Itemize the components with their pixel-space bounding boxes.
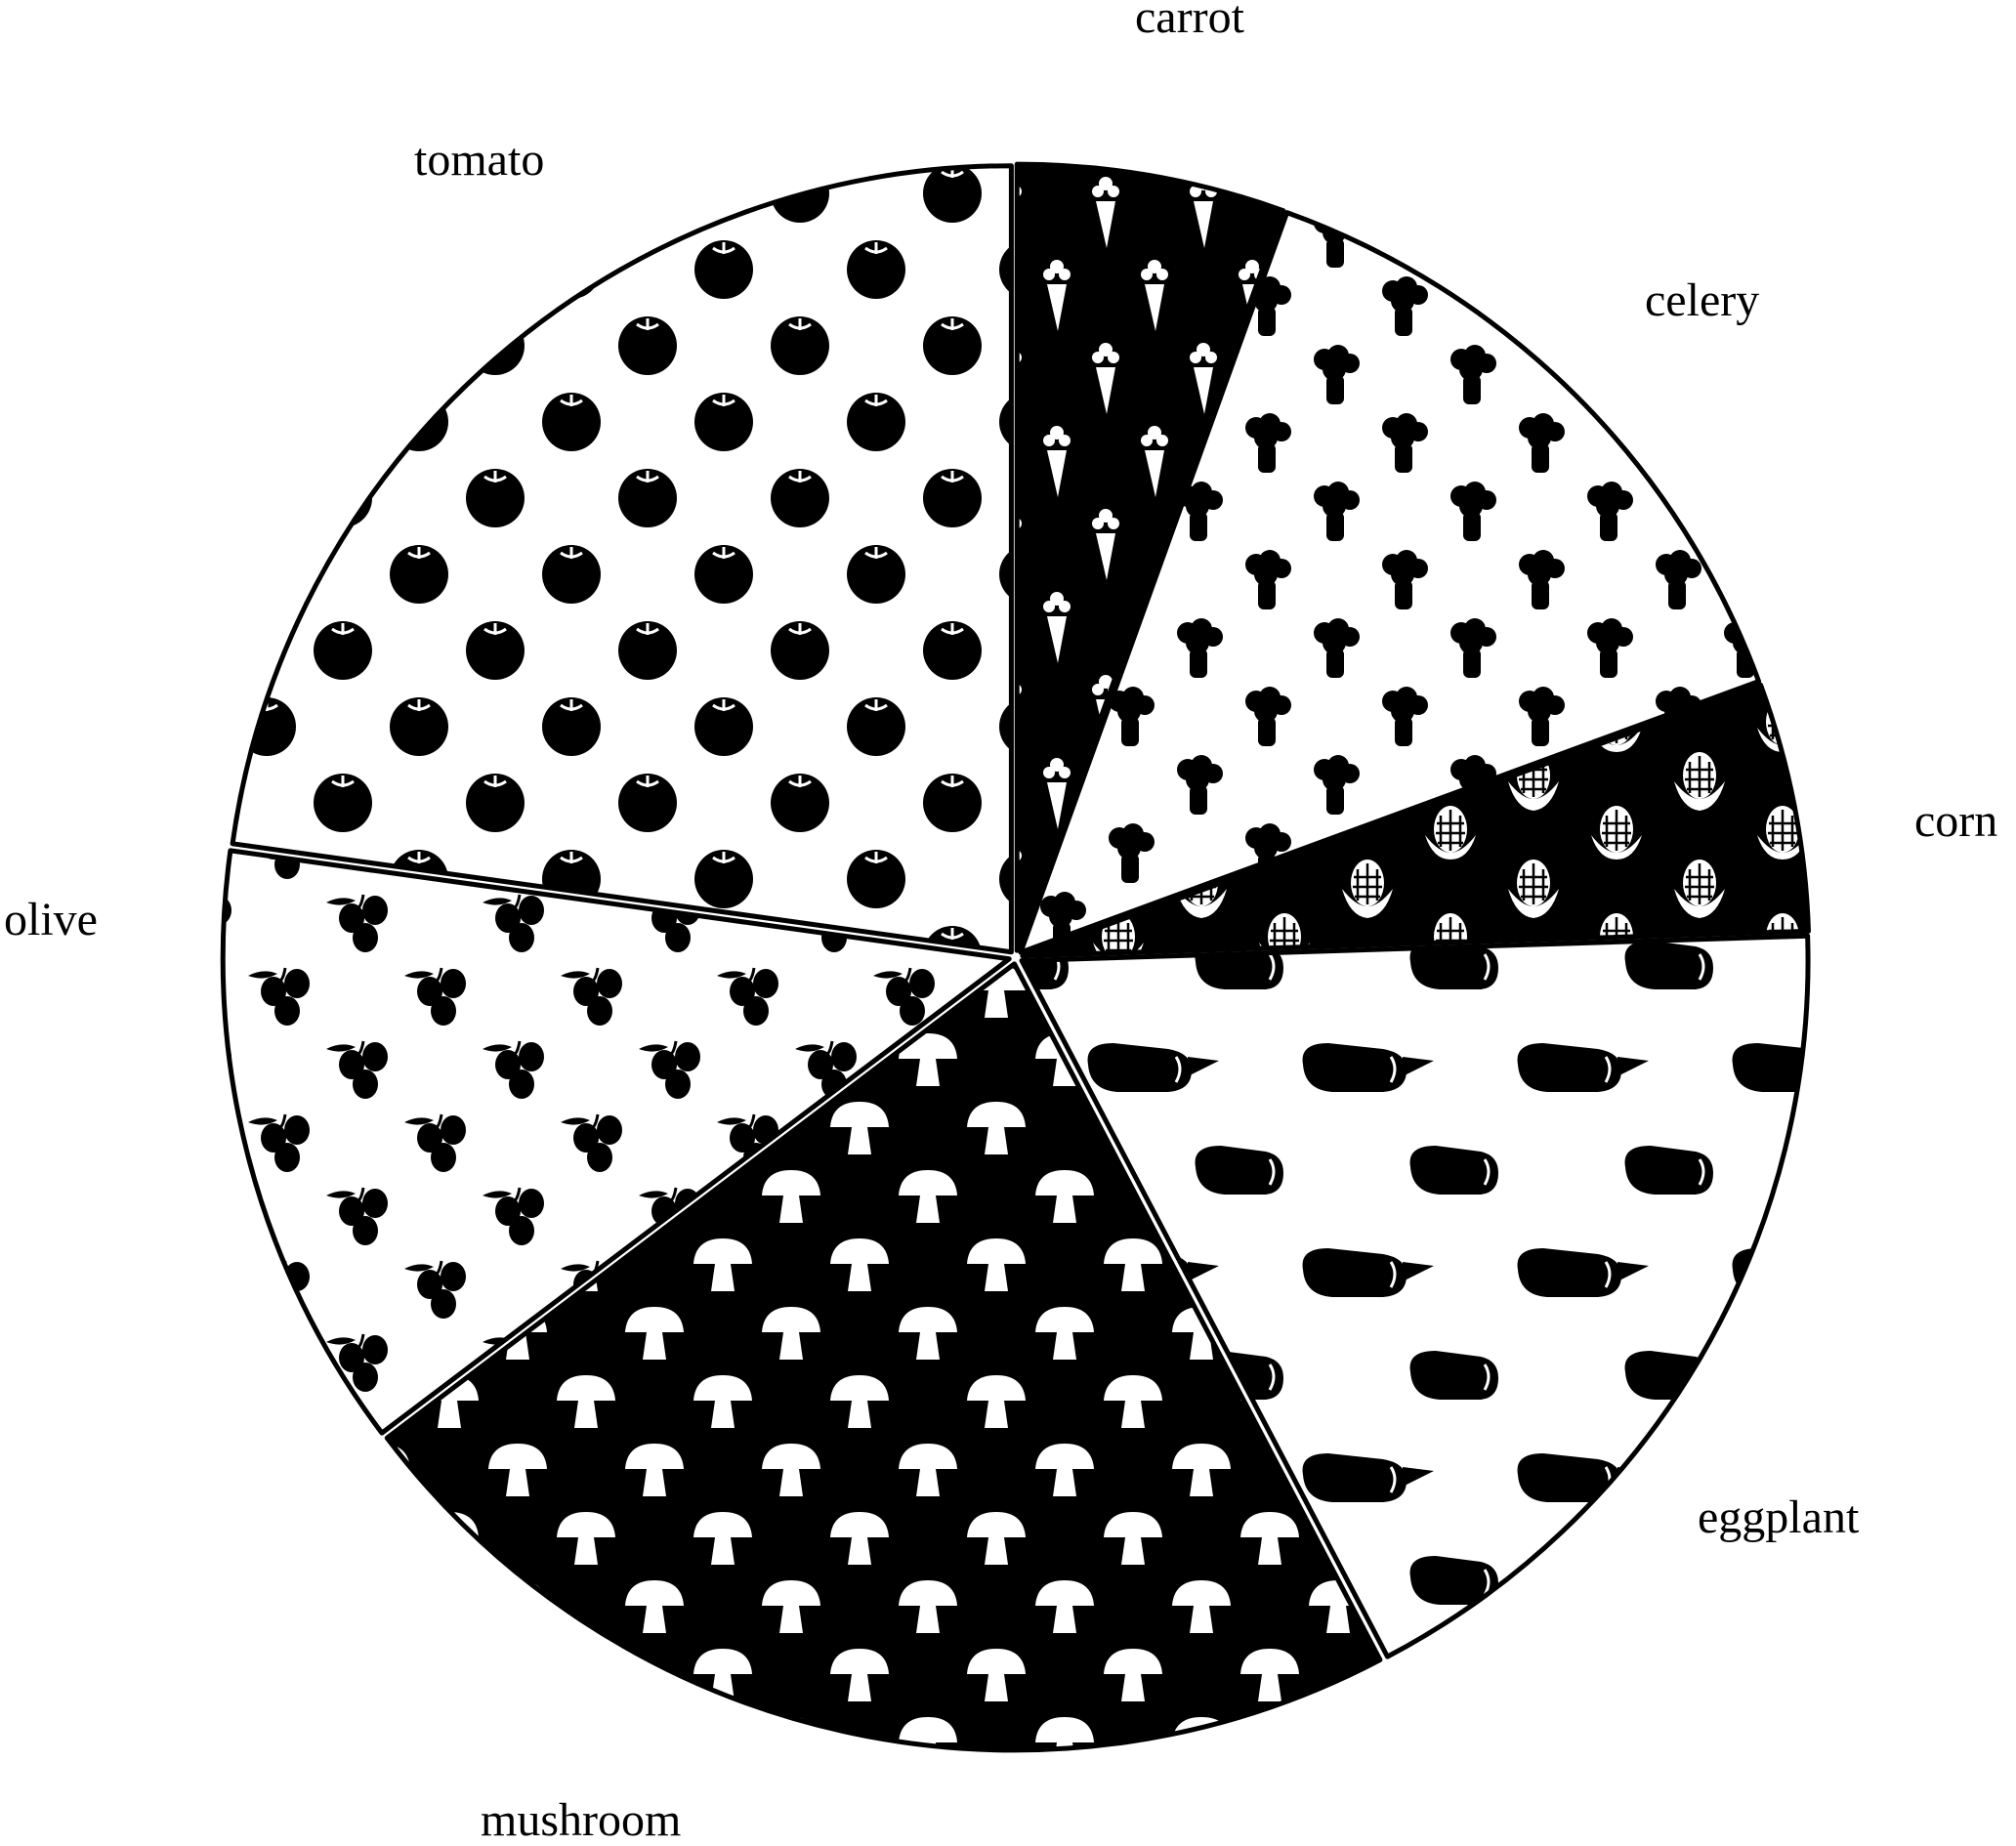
slice-label-tomato: tomato: [414, 134, 545, 186]
pie-slices: [220, 161, 1811, 1753]
pie-slice-olive: [220, 848, 1012, 1436]
pie-slice-celery: [1018, 210, 1762, 955]
pie-slice-corn: [1020, 682, 1811, 959]
slice-label-corn: corn: [1914, 795, 1998, 847]
slice-label-carrot: carrot: [1135, 0, 1244, 43]
slice-label-eggplant: eggplant: [1698, 1491, 1860, 1543]
pie-slice-carrot: [1014, 161, 1286, 953]
pie-slice-eggplant: [1019, 933, 1811, 1659]
slice-label-olive: olive: [4, 894, 98, 945]
slice-label-celery: celery: [1645, 274, 1760, 326]
pie-slice-tomato: [230, 163, 1014, 955]
pie-slice-mushroom: [384, 961, 1383, 1753]
slice-label-mushroom: mushroom: [481, 1794, 682, 1846]
